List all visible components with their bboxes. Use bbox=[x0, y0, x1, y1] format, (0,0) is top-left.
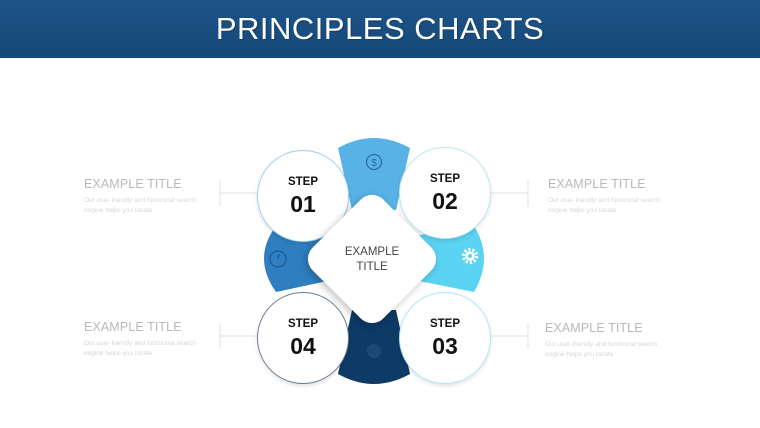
side-text-02: EXAMPLE TITLE Our user-friendly and func… bbox=[548, 177, 698, 215]
side-title-02: EXAMPLE TITLE bbox=[548, 177, 646, 191]
step-04-circle: STEP 04 bbox=[257, 292, 349, 384]
side-body-01: Our user-friendly and functional search … bbox=[84, 197, 197, 214]
step-01-label: STEP bbox=[287, 175, 319, 188]
side-text-01: EXAMPLE TITLE Our user-friendly and func… bbox=[84, 177, 234, 215]
side-body-04: Our user-friendly and functional search … bbox=[84, 340, 197, 357]
petal-top bbox=[338, 138, 410, 210]
petal-right bbox=[414, 226, 484, 292]
step-03-label: STEP bbox=[429, 317, 461, 330]
step-02-label: STEP bbox=[429, 172, 461, 185]
gear-icon bbox=[461, 247, 479, 265]
side-title-01: EXAMPLE TITLE bbox=[84, 177, 182, 191]
step-02-circle: STEP 02 bbox=[399, 147, 491, 239]
side-text-03: EXAMPLE TITLE Our user-friendly and func… bbox=[545, 321, 695, 359]
dollar-icon: $ bbox=[365, 153, 383, 171]
step-03-circle: STEP 03 bbox=[399, 292, 491, 384]
page-title: PRINCIPLES CHARTS bbox=[215, 11, 545, 46]
step-04-label: STEP bbox=[287, 317, 319, 330]
step-02-number: 02 bbox=[432, 187, 458, 214]
side-title-04: EXAMPLE TITLE bbox=[84, 320, 182, 334]
center-title-line2: TITLE bbox=[356, 261, 388, 273]
step-04-number: 04 bbox=[290, 332, 316, 359]
side-title-03: EXAMPLE TITLE bbox=[545, 321, 643, 335]
svg-text:$: $ bbox=[371, 158, 377, 169]
circle-icon bbox=[367, 344, 381, 358]
clock-icon bbox=[269, 250, 287, 268]
step-03-number: 03 bbox=[432, 332, 458, 359]
petal-left bbox=[264, 226, 332, 292]
side-body-02: Our user-friendly and functional search … bbox=[548, 197, 661, 214]
side-body-03: Our user-friendly and functional search … bbox=[545, 341, 658, 358]
header-bar: PRINCIPLES CHARTS bbox=[0, 0, 760, 58]
center-title-line1: EXAMPLE bbox=[344, 246, 400, 258]
center-title: EXAMPLE TITLE bbox=[322, 245, 422, 275]
step-01-number: 01 bbox=[290, 190, 316, 217]
side-text-04: EXAMPLE TITLE Our user-friendly and func… bbox=[84, 320, 234, 358]
